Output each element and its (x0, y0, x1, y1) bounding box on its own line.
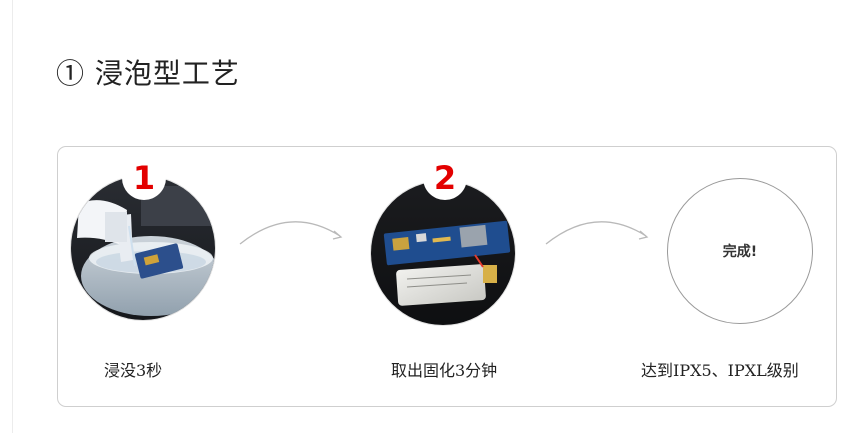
step-1-label: 浸没3秒 (104, 361, 163, 380)
section-title: ① 浸泡型工艺 (56, 57, 240, 90)
completion-circle: 完成! (667, 178, 813, 324)
cured-board-photo-illustration (371, 181, 515, 325)
step-2-photo (371, 181, 515, 325)
step-2-label: 取出固化3分钟 (391, 361, 498, 380)
step-arrow-2 (545, 221, 649, 245)
step-arrow-1 (239, 221, 343, 245)
completion-text: 完成! (722, 244, 758, 260)
step-3-label: 达到IPX5、IPXL级别 (641, 361, 799, 380)
process-panel: 1 (57, 146, 837, 407)
page-left-rule (12, 0, 13, 433)
step-2-number-badge: 2 (423, 156, 467, 200)
step-1-number-badge: 1 (122, 156, 166, 200)
